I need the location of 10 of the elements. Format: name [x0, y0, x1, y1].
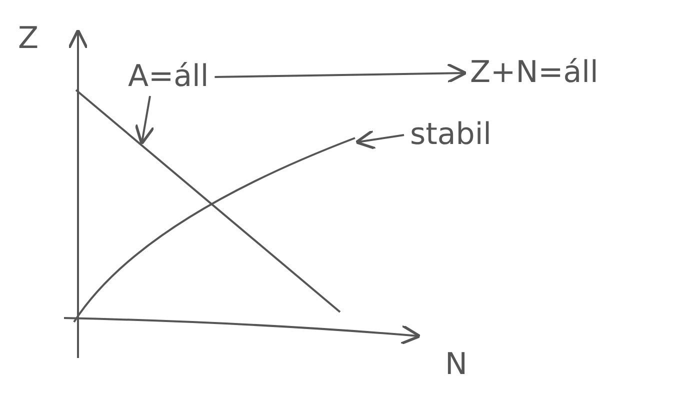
leader-line	[134, 96, 155, 146]
leader-line	[354, 129, 404, 150]
curve-line	[73, 137, 356, 323]
handwritten-label: A=áll	[128, 62, 209, 92]
handwritten-label: Z+N=áll	[470, 58, 598, 88]
arrow	[214, 62, 468, 84]
handwritten-label: stabil	[410, 120, 492, 150]
axis-label: N	[445, 350, 468, 380]
axis-label: Z	[18, 24, 39, 54]
straight-line	[75, 89, 341, 313]
